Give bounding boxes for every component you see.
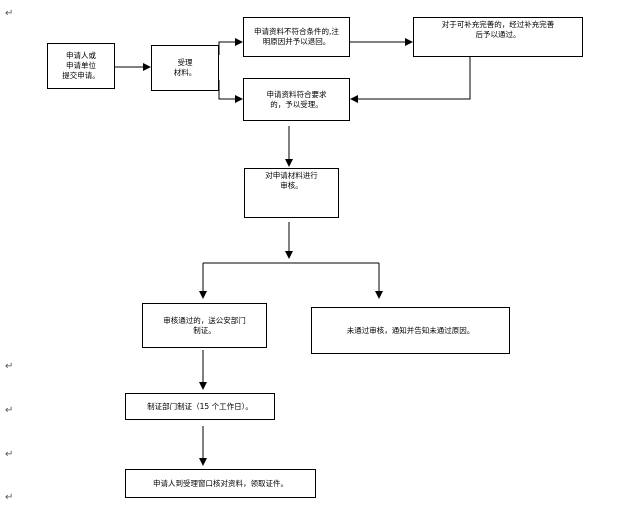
pass-text: 审核通过的，送公安部门 制证。	[163, 315, 246, 335]
make-box: 制证部门制证（15 个工作日）。	[125, 393, 275, 420]
applicant-box: 申请人或 申请单位 提交申请。	[47, 43, 115, 89]
supplement-text: 对于可补充完善的，经过补充完善 后予以通过。	[441, 20, 555, 39]
pass-box: 审核通过的，送公安部门 制证。	[142, 303, 267, 348]
review-text: 对申请材料进行 审核。	[265, 171, 318, 190]
paragraph-mark: ↵	[5, 449, 14, 460]
paragraph-mark: ↵	[5, 8, 14, 19]
collect-text: 申请人到受理窗口核对资料，领取证件。	[153, 478, 288, 488]
make-text: 制证部门制证（15 个工作日）。	[147, 401, 253, 411]
paragraph-mark: ↵	[5, 361, 14, 372]
paragraph-mark: ↵	[5, 492, 14, 503]
fail-text: 未通过审核，通知并告知未通过原因。	[346, 325, 475, 335]
meets-box: 申请资料符合要求 的，予以受理。	[243, 78, 350, 121]
review-box: 对申请材料进行 审核。	[244, 168, 339, 218]
fail-box: 未通过审核，通知并告知未通过原因。	[311, 307, 510, 354]
meets-text: 申请资料符合要求 的，予以受理。	[266, 89, 327, 109]
paragraph-mark: ↵	[5, 405, 14, 416]
accept-box: 受理 材料。	[151, 45, 219, 91]
collect-box: 申请人到受理窗口核对资料，领取证件。	[125, 469, 316, 498]
arrow-accept-to-meets	[218, 80, 243, 103]
arrow-supplement-to-meets	[350, 57, 471, 103]
supplement-box: 对于可补充完善的，经过补充完善 后予以通过。	[413, 17, 583, 57]
reject-text: 申请资料不符合条件的,注 明原因并予以退回。	[254, 27, 339, 46]
reject-box: 申请资料不符合条件的,注 明原因并予以退回。	[243, 17, 350, 57]
accept-text: 受理 材料。	[173, 58, 197, 77]
applicant-text: 申请人或 申请单位 提交申请。	[62, 51, 100, 80]
arrow-accept-to-reject	[218, 38, 243, 55]
